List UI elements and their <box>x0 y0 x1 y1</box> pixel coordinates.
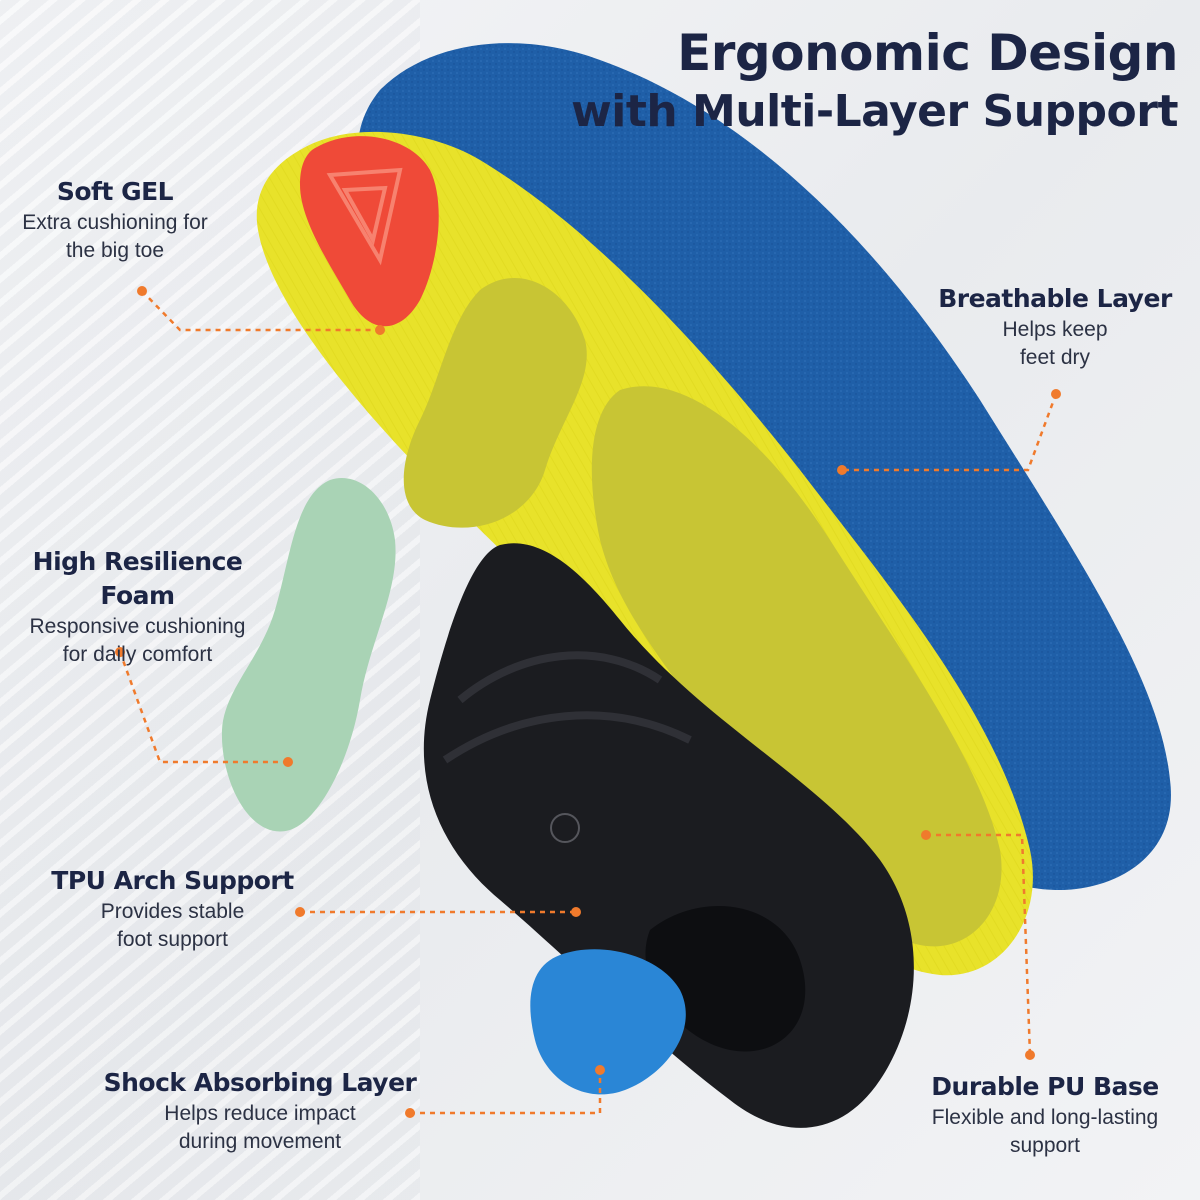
feature-description: Helps keep feet dry <box>1002 318 1108 369</box>
feature-description: Helps reduce impact during movement <box>164 1102 356 1153</box>
leader-line-breathable-layer <box>837 389 1061 475</box>
feature-shock-absorbing-layer: Shock Absorbing Layer Helps reduce impac… <box>100 1066 420 1156</box>
durable-pu-base-shape <box>256 131 1033 976</box>
feature-heading: High Resilience Foam <box>32 547 243 610</box>
page-title: Ergonomic Design with Multi-Layer Suppor… <box>571 22 1178 140</box>
feature-description: Provides stable foot support <box>100 900 245 951</box>
title-line-2: with Multi-Layer Support <box>571 86 1178 137</box>
high-resilience-foam-shape <box>221 478 396 832</box>
feature-heading: Durable PU Base <box>931 1072 1159 1101</box>
feature-heading: Shock Absorbing Layer <box>103 1068 417 1097</box>
soft-gel-shape <box>300 136 439 327</box>
feature-description: Extra cushioning for the big toe <box>22 211 208 262</box>
title-line-1: Ergonomic Design <box>677 24 1178 82</box>
feature-soft-gel: Soft GEL Extra cushioning for the big to… <box>0 175 230 265</box>
feature-breathable-layer: Breathable Layer Helps keep feet dry <box>930 282 1180 372</box>
shock-absorbing-layer-shape <box>530 949 686 1095</box>
feature-description: Responsive cushioning for daily comfort <box>29 615 246 666</box>
leader-line-shock-absorbing-layer <box>405 1065 605 1118</box>
feature-heading: Breathable Layer <box>938 284 1172 313</box>
feature-description: Flexible and long-lasting support <box>931 1106 1159 1157</box>
feature-high-resilience-foam: High Resilience Foam Responsive cushioni… <box>0 545 275 669</box>
leader-line-high-resilience-foam <box>115 647 293 767</box>
feature-heading: TPU Arch Support <box>51 866 294 895</box>
leader-line-soft-gel <box>137 286 385 335</box>
leader-line-durable-pu-base <box>921 830 1035 1060</box>
feature-heading: Soft GEL <box>56 177 174 206</box>
feature-durable-pu-base: Durable PU Base Flexible and long-lastin… <box>905 1070 1185 1160</box>
leader-line-tpu-arch-support <box>295 907 581 917</box>
feature-tpu-arch-support: TPU Arch Support Provides stable foot su… <box>40 864 305 954</box>
